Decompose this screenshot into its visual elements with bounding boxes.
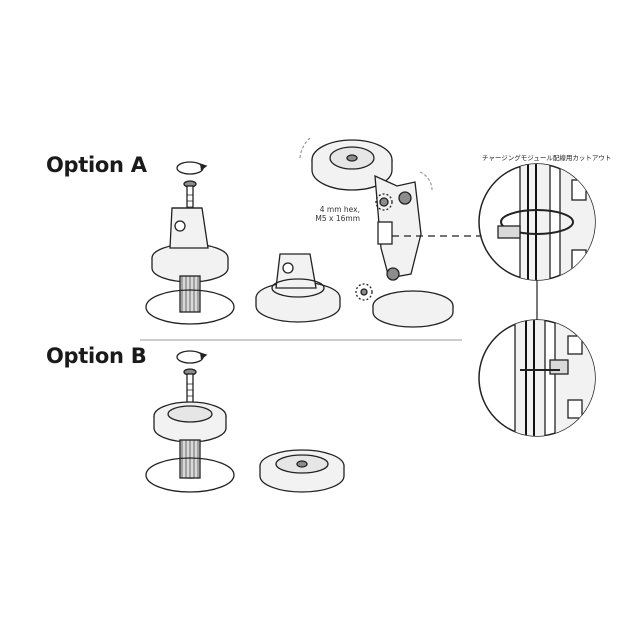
option-b-label: Option B xyxy=(46,344,147,368)
option-b-assembled-mount xyxy=(259,449,345,493)
hex-screw-note: 4 mm hex, M5 x 16mm xyxy=(300,205,360,223)
computer-mount-with-arm xyxy=(311,139,454,328)
rotate-arrow-icon xyxy=(176,350,208,364)
option-a-exploded-mount xyxy=(145,161,235,325)
option-a-label: Option A xyxy=(46,153,147,177)
callout-detail-top xyxy=(478,163,596,281)
hex-note-line-1: 4 mm hex, xyxy=(319,205,360,214)
callout-title: チャージングモジュール配線用カットアウト xyxy=(482,154,612,162)
hex-note-line-2: M5 x 16mm xyxy=(315,214,360,223)
option-a-assembled-mount xyxy=(255,253,341,323)
callout-detail-bottom xyxy=(478,319,596,437)
rotate-arrow-icon xyxy=(176,161,208,175)
option-b-exploded-mount xyxy=(145,350,235,493)
motion-arrow-icon xyxy=(299,137,433,191)
